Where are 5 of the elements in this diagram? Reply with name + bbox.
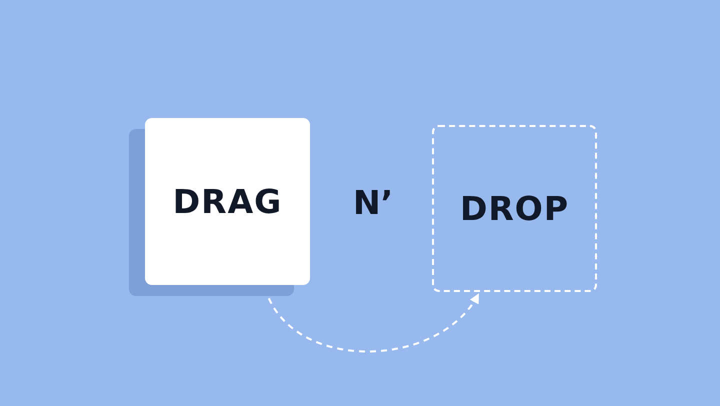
card-label: DRAG [172, 182, 282, 221]
connector-text: N’ [353, 183, 394, 222]
drop-zone [432, 125, 597, 292]
drag-card [145, 118, 310, 285]
card-label: DROP [460, 189, 570, 228]
